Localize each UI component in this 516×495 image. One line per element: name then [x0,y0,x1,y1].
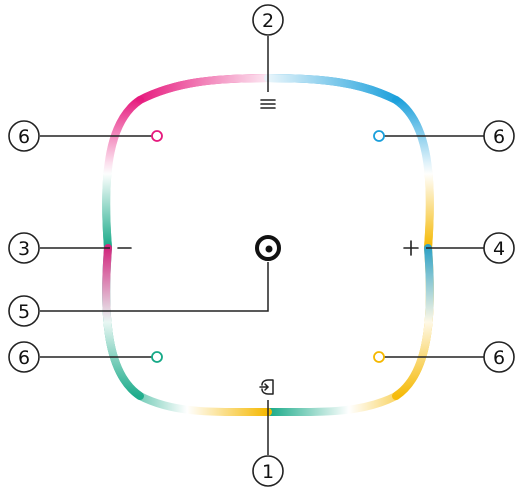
callout-top-left: 6 [8,120,40,152]
led-bottom-left [151,351,163,363]
callout-bottom: 1 [252,455,284,487]
callout-top-left-label: 6 [18,126,30,148]
callout-center-label: 5 [18,301,30,323]
led-bottom-right [373,351,385,363]
callout-left: 3 [8,232,40,264]
input-source-icon [259,379,274,395]
menu-icon [260,99,276,109]
leader-lines [40,36,484,455]
led-top-right [373,130,385,142]
callout-top: 2 [252,4,284,36]
callout-bottom-right-label: 6 [493,347,505,369]
plus-icon [403,240,419,256]
callout-right: 4 [483,232,515,264]
leader-center [40,262,269,312]
callout-bottom-left: 6 [8,341,40,373]
led-top-left [151,130,163,142]
callout-top-label: 2 [262,10,274,32]
callout-top-right-label: 6 [493,126,505,148]
callout-right-label: 4 [493,238,505,260]
callout-bottom-right: 6 [483,341,515,373]
callout-bottom-left-label: 6 [18,347,30,369]
center-logo-icon [255,235,281,261]
callout-left-label: 3 [18,238,30,260]
callout-top-right: 6 [483,120,515,152]
callout-bottom-label: 1 [262,461,274,483]
callout-center: 5 [8,295,40,327]
